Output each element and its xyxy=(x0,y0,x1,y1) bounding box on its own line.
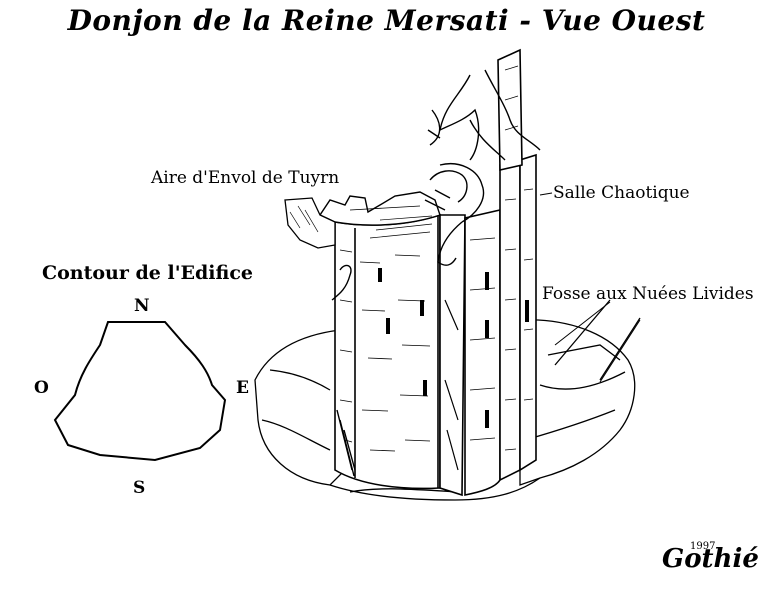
outline-title: Contour de l'Edifice xyxy=(42,262,253,284)
compass-south: S xyxy=(133,478,146,498)
compass-west: O xyxy=(34,378,49,398)
aerie-platform xyxy=(284,197,336,249)
pit-ground xyxy=(254,299,641,501)
artist-signature: Gothié xyxy=(662,544,759,574)
aerie-label: Aire d'Envol de Tuyrn xyxy=(151,168,340,188)
building-outline xyxy=(53,321,227,462)
compass-north: N xyxy=(134,296,150,316)
leader-lines xyxy=(539,192,641,383)
pit-label: Fosse aux Nuées Livides xyxy=(542,284,754,304)
tower-windows xyxy=(378,268,529,428)
signature-year: 1997 xyxy=(690,541,716,552)
battlements xyxy=(318,191,441,239)
brick-hatching xyxy=(336,188,534,477)
chaos-hall-label: Salle Chaotique xyxy=(553,183,690,203)
compass-east: E xyxy=(236,378,249,398)
chaos-creature xyxy=(331,69,541,301)
map-title: Donjon de la Reine Mersati - Vue Ouest xyxy=(67,4,706,37)
spire xyxy=(497,48,523,171)
